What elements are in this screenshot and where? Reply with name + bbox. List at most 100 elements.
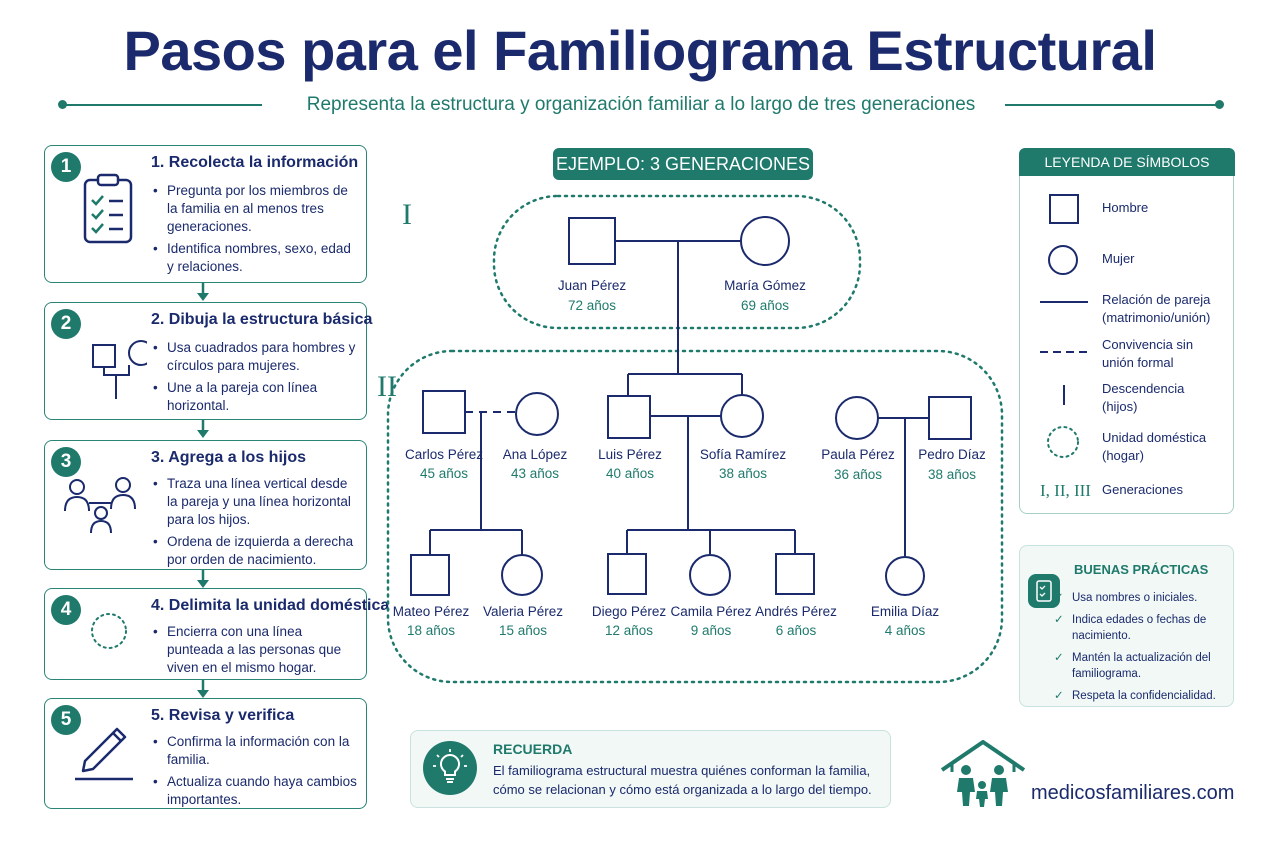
step-card-1: 1 1. Recolecta la información Pregunta p… (44, 145, 367, 283)
practice-item: Indica edades o fechas de nacimiento. (1054, 612, 1227, 644)
remember-box: RECUERDA El familiograma estructural mue… (410, 730, 891, 808)
step-title: 2. Dibuja la estructura básica (151, 311, 373, 328)
generation-label: I (402, 198, 412, 231)
step-bullet: Usa cuadrados para hombres y círculos pa… (153, 339, 360, 375)
person-age: 43 años (510, 466, 560, 481)
pencil-icon (75, 727, 133, 781)
male-symbol-luis (607, 395, 651, 439)
practice-item: Mantén la actualización del familiograma… (1054, 650, 1227, 682)
legend-label: Descendencia (hijos) (1102, 381, 1185, 414)
person-age: 6 años (775, 623, 817, 638)
legend-label: Relación de pareja (matrimonio/unión) (1102, 292, 1211, 325)
dotted-circle-icon (91, 613, 127, 649)
person-name: Valeria Pérez (482, 604, 564, 619)
person-age: 45 años (419, 466, 469, 481)
step-number: 5 (51, 705, 81, 735)
legend-label: Hombre (1102, 200, 1149, 215)
person-name: Ana López (502, 447, 568, 462)
clipboard-icon (83, 173, 133, 244)
remember-text: El familiograma estructural muestra quié… (493, 763, 872, 797)
legend-symbols (1040, 194, 1088, 458)
step-bullet: Actualiza cuando haya cambios importante… (153, 773, 360, 809)
lightbulb-icon (423, 741, 477, 795)
person-name: Mateo Pérez (392, 604, 470, 619)
family-house-logo (940, 740, 1026, 807)
female-symbol-emilia (885, 556, 925, 596)
step-bullets: Encierra con una línea punteada a las pe… (153, 623, 360, 681)
step-bullet: Traza una línea vertical desde la pareja… (153, 475, 360, 529)
practices-title: BUENAS PRÁCTICAS (1074, 562, 1209, 577)
person-name: Carlos Pérez (404, 447, 484, 462)
page-subtitle: Representa la estructura y organización … (306, 94, 976, 115)
person-age: 18 años (406, 623, 456, 638)
person-name: Sofía Ramírez (699, 447, 787, 462)
divider-dot (1215, 100, 1224, 109)
legend-label: Unidad doméstica (hogar) (1102, 430, 1207, 463)
sibling-line (627, 373, 743, 396)
step-card-4: 4 4. Delimita la unidad doméstica Encier… (44, 588, 389, 681)
practice-item: Respeta la confidencialidad. (1054, 688, 1227, 704)
person-name: Diego Pérez (591, 604, 667, 619)
checklist-icon (1028, 574, 1060, 608)
male-symbol-carlos (422, 390, 466, 434)
step-card-3: 3 3. Agrega a los hijos Traza una línea … (44, 440, 367, 570)
step-title: 5. Revisa y verifica (151, 707, 295, 724)
example-tag: EJEMPLO: 3 GENERACIONES (553, 148, 813, 180)
step-bullet: Encierra con una línea punteada a las pe… (153, 623, 360, 677)
arrow-down-icon (197, 283, 209, 301)
male-symbol-andres (775, 553, 815, 595)
dotted-circle-icon (1047, 426, 1079, 458)
remember-title: RECUERDA (493, 741, 573, 757)
person-age: 38 años (927, 467, 977, 482)
arrow-down-icon (197, 420, 209, 438)
male-symbol-mateo (410, 554, 450, 596)
page-title: Pasos para el Familiograma Estructural (123, 19, 1157, 82)
person-name: Camila Pérez (670, 604, 752, 619)
arrow-down-icon (197, 680, 209, 698)
male-symbol-juan (568, 217, 616, 265)
person-age: 12 años (604, 623, 654, 638)
legend-panel: LEYENDA DE SÍMBOLOS I, II, III Hombre Mu… (1019, 148, 1235, 514)
circle-icon (1048, 245, 1078, 275)
sibling-line (429, 529, 523, 555)
person-name: Emilia Díaz (870, 604, 940, 619)
step-title: 4. Delimita la unidad doméstica (151, 597, 390, 614)
subtitle-row: Representa la estructura y organización … (58, 94, 1224, 116)
person-name: Juan Pérez (557, 278, 627, 293)
step-bullet: Confirma la información con la familia. (153, 733, 360, 769)
family-icon (64, 477, 136, 534)
brand-url: medicosfamiliares.com (1031, 782, 1235, 804)
household-boundary (386, 349, 1004, 684)
legend-label: Mujer (1102, 251, 1135, 266)
male-symbol-pedro (928, 396, 972, 440)
practices-panel: BUENAS PRÁCTICAS Usa nombres o iniciales… (1019, 545, 1234, 707)
square-circle-icon (92, 340, 147, 399)
person-age: 38 años (718, 466, 768, 481)
step-number: 4 (51, 595, 81, 625)
person-name: Paula Pérez (821, 447, 895, 462)
legend-label: Convivencia sin unión formal (1102, 337, 1194, 370)
step-bullets: Usa cuadrados para hombres y círculos pa… (153, 339, 360, 419)
person-age: 40 años (605, 466, 655, 481)
person-age: 69 años (740, 298, 790, 313)
step-card-5: 5 5. Revisa y verifica Confirma la infor… (44, 698, 367, 809)
step-bullet: Une a la pareja con línea horizontal. (153, 379, 360, 415)
step-bullets: Confirma la información con la familia. … (153, 733, 360, 813)
person-age: 72 años (567, 298, 617, 313)
female-symbol-paula (835, 396, 879, 440)
person-name: Luis Pérez (598, 447, 662, 462)
male-symbol-diego (607, 553, 647, 595)
step-number: 2 (51, 309, 81, 339)
square-icon (1049, 194, 1079, 224)
step-bullets: Pregunta por los miembros de la familia … (153, 182, 360, 280)
step-bullet: Pregunta por los miembros de la familia … (153, 182, 360, 236)
step-bullet: Ordena de izquierda a derecha por orden … (153, 533, 360, 569)
female-symbol-sofia (720, 394, 764, 438)
step-bullets: Traza una línea vertical desde la pareja… (153, 475, 360, 573)
person-age: 4 años (884, 623, 926, 638)
sibling-line (626, 529, 796, 554)
divider-line (1005, 104, 1220, 106)
step-number: 3 (51, 447, 81, 477)
person-age: 15 años (498, 623, 548, 638)
